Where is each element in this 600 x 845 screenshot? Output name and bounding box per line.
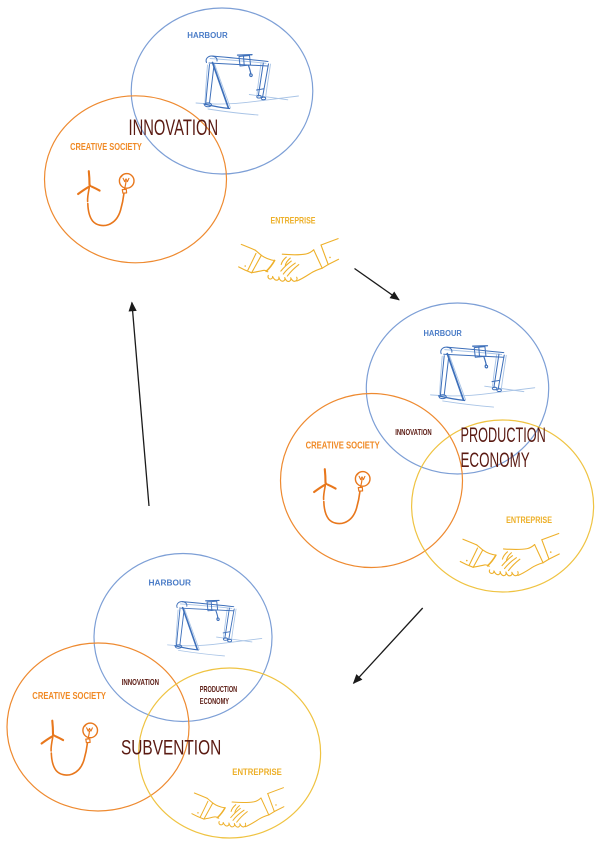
svg-text:ECONOMY: ECONOMY (461, 449, 530, 472)
svg-text:PRODUCTION: PRODUCTION (200, 684, 237, 694)
svg-text:ENTREPRISE: ENTREPRISE (271, 216, 316, 226)
svg-text:ENTREPRISE: ENTREPRISE (232, 767, 281, 777)
svg-text:CREATIVE SOCIETY: CREATIVE SOCIETY (306, 440, 380, 451)
svg-text:HARBOUR: HARBOUR (424, 328, 463, 338)
svg-text:CREATIVE SOCIETY: CREATIVE SOCIETY (32, 691, 106, 702)
svg-text:INNOVATION: INNOVATION (395, 427, 432, 437)
svg-text:PRODUCTION: PRODUCTION (461, 424, 546, 447)
svg-text:HARBOUR: HARBOUR (187, 30, 228, 40)
svg-text:CREATIVE SOCIETY: CREATIVE SOCIETY (70, 142, 142, 153)
svg-text:SUBVENTION: SUBVENTION (121, 735, 221, 759)
svg-text:INNOVATION: INNOVATION (129, 115, 219, 140)
svg-text:HARBOUR: HARBOUR (149, 578, 192, 588)
svg-text:INNOVATION: INNOVATION (122, 677, 159, 687)
svg-text:ENTREPRISE: ENTREPRISE (506, 515, 552, 525)
svg-text:ECONOMY: ECONOMY (200, 696, 230, 706)
